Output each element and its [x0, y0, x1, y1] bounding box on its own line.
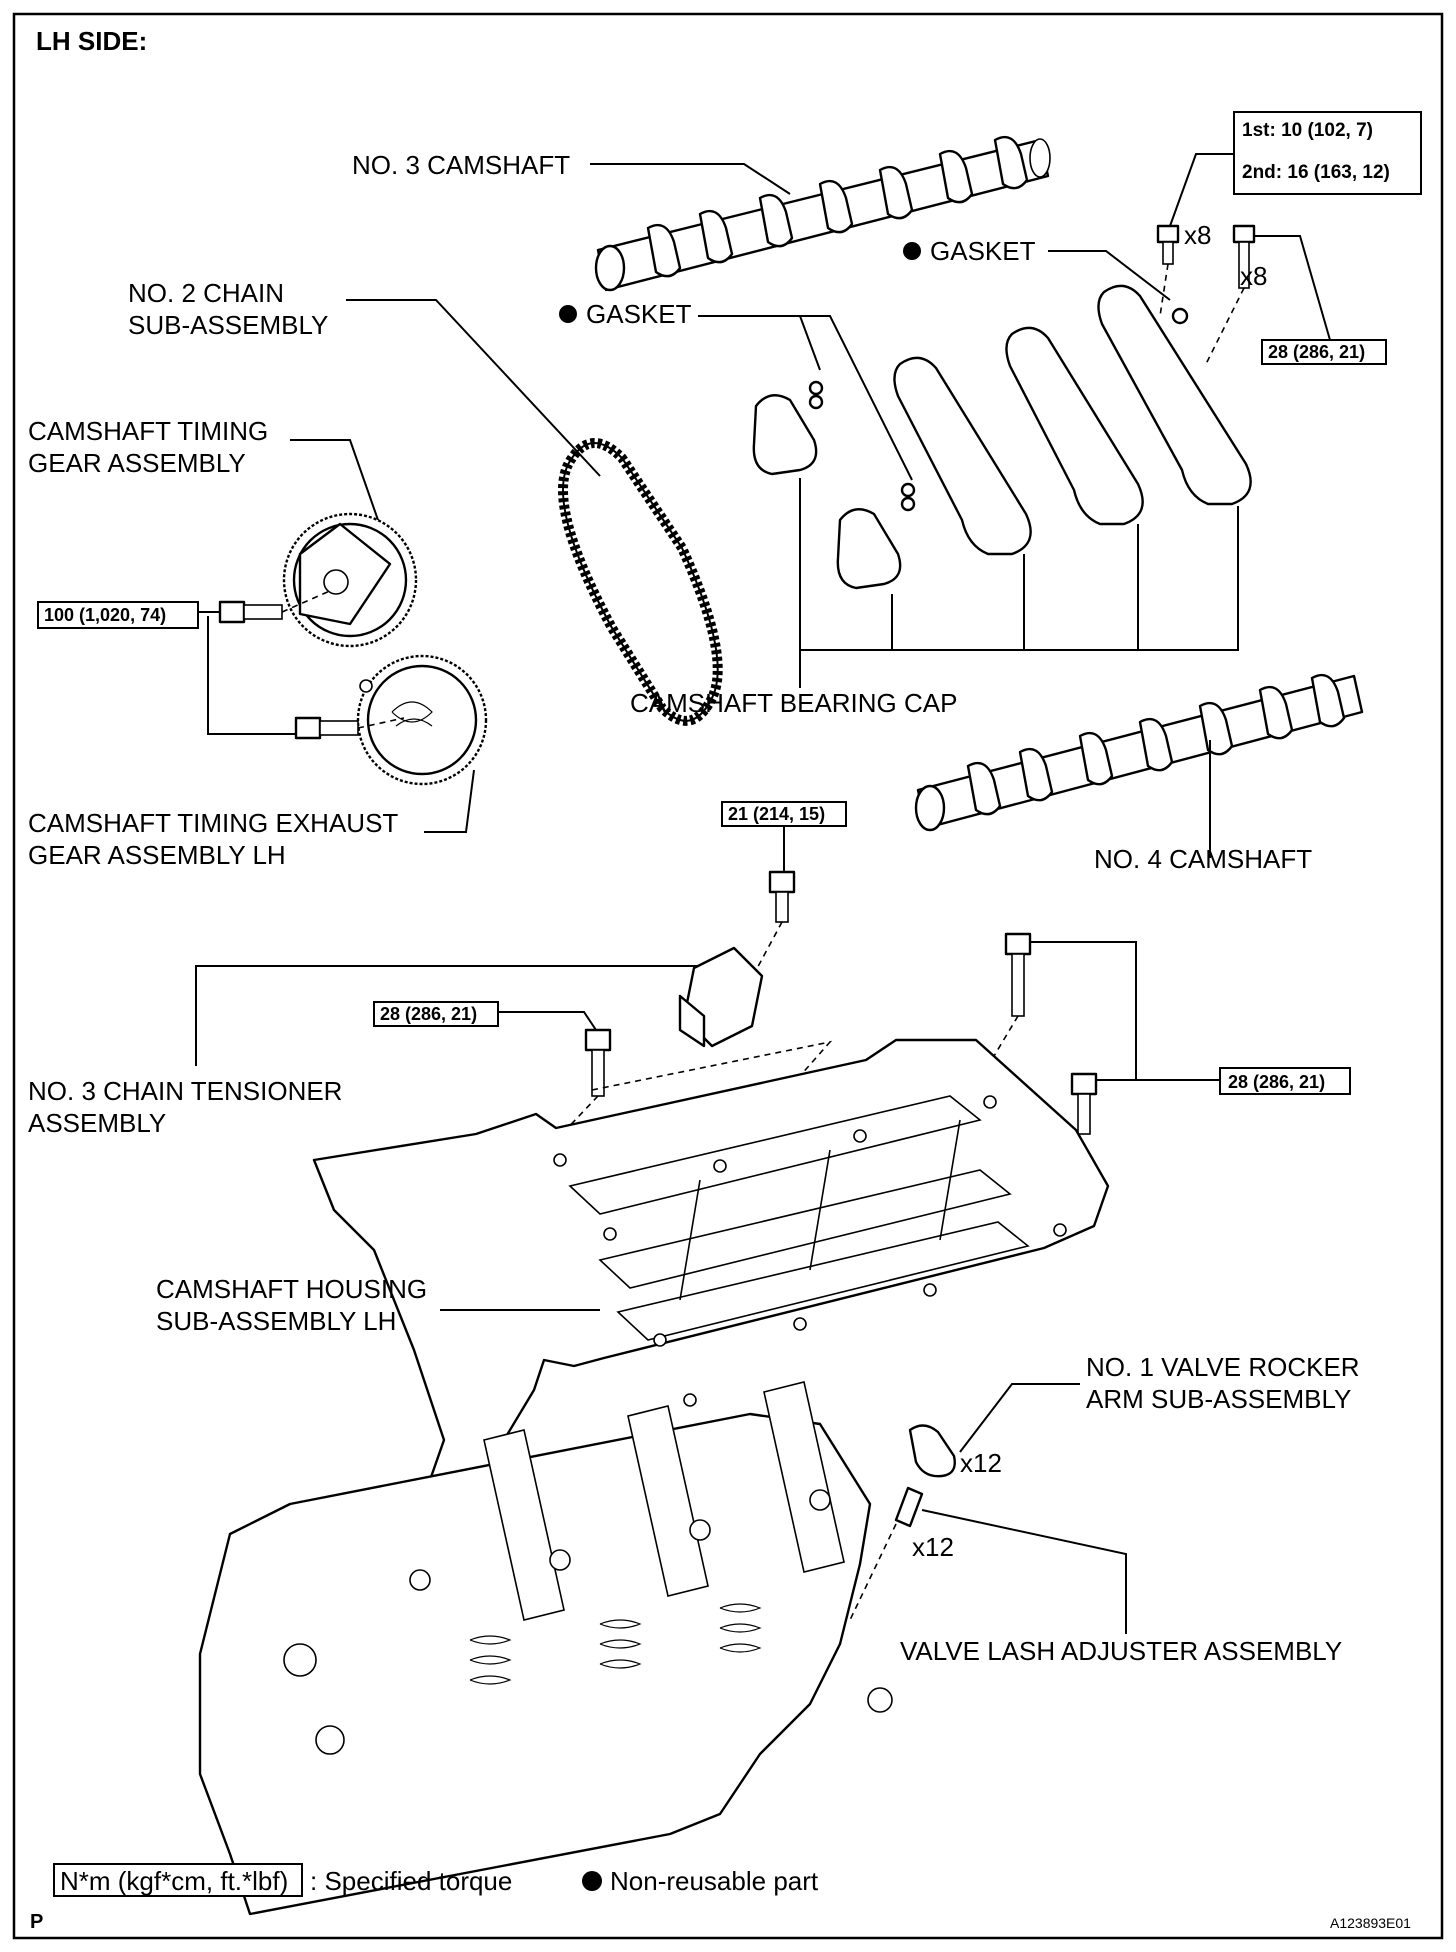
- legend-non-reusable: Non-reusable part: [610, 1866, 819, 1896]
- gasket-label-left: GASKET: [586, 299, 692, 329]
- legend-torque-desc: : Specified torque: [310, 1866, 512, 1896]
- torque-tensioner: 21 (214, 15): [728, 804, 825, 824]
- bearing-cap-bolt-axis-b: [1205, 287, 1245, 365]
- exhaust-gear-leader: [424, 769, 475, 833]
- torque-housing-left-leader: [498, 1011, 597, 1031]
- housing-label-2: SUB-ASSEMBLY LH: [156, 1306, 396, 1336]
- valve-lash-adjuster: [894, 1486, 924, 1528]
- exhaust-gear-label-2: GEAR ASSEMBLY LH: [28, 840, 286, 870]
- legend-torque-unit: N*m (kgf*cm, ft.*lbf): [60, 1866, 288, 1896]
- camshaft-timing-exhaust-gear: [356, 654, 488, 786]
- bearing-cap-bolt-axis-a: [1159, 263, 1169, 317]
- page-title: LH SIDE:: [36, 26, 147, 56]
- torque-housing-right: 28 (286, 21): [1228, 1072, 1325, 1092]
- bearing-cap-2: [836, 482, 916, 590]
- bearing-cap-4: [1005, 326, 1144, 526]
- bearing-cap-5: [1097, 284, 1252, 506]
- bearing-cap-1: [752, 380, 824, 476]
- legend-non-reusable-dot: [582, 1871, 602, 1891]
- lash-adjuster-axis: [849, 1523, 897, 1621]
- timing-gear-bolt-axis-a: [281, 589, 333, 613]
- torque-28-leader-top: [1254, 235, 1331, 341]
- rocker-label-1: NO. 1 VALVE ROCKER: [1086, 1352, 1360, 1382]
- housing-label-1: CAMSHAFT HOUSING: [156, 1274, 427, 1304]
- camshaft-timing-gear: [282, 512, 418, 648]
- non-reusable-dot-a: [903, 242, 921, 260]
- no3-camshaft-leader: [590, 163, 791, 195]
- timing-gear-label-2: GEAR ASSEMBLY: [28, 448, 246, 478]
- torque-box-leader-1: [1169, 153, 1234, 227]
- housing-bolt-left: [584, 1028, 612, 1097]
- torque-box-bearing-cap: [1233, 111, 1422, 195]
- torque-timing-gear-leader-2: [207, 616, 296, 735]
- timing-gear-bolt-b: [294, 716, 359, 740]
- rocker-leader: [959, 1383, 1080, 1453]
- torque-timing-gear: 100 (1,020, 74): [44, 605, 166, 625]
- no2-chain-label-1: NO. 2 CHAIN: [128, 278, 284, 308]
- tensioner-leader: [195, 965, 698, 1066]
- no3-camshaft: [594, 135, 1051, 292]
- timing-gear-bolt-axis-b: [357, 717, 405, 729]
- torque-box-timing-gear: [37, 601, 199, 629]
- legend-torque-box: [53, 1863, 303, 1897]
- housing-bolt-right-a: [1004, 932, 1032, 1017]
- gasket-leader-left-2: [800, 315, 913, 481]
- torque-box-housing-left: [373, 1001, 499, 1027]
- torque-housing-left: 28 (286, 21): [380, 1004, 477, 1024]
- bearing-cap-bolt-a: [1156, 224, 1180, 265]
- timing-gear-bolt-a: [218, 600, 283, 624]
- lash-adjuster-leader: [921, 1509, 1127, 1634]
- no3-chain-tensioner: [678, 946, 764, 1048]
- no1-valve-rocker-arm: [908, 1424, 956, 1478]
- torque-bearing-cap-2nd: 2nd: 16 (163, 12): [1242, 162, 1390, 183]
- bearing-cap-label: CAMSHAFT BEARING CAP: [630, 688, 957, 718]
- torque-bearing-cap-1st: 1st: 10 (102, 7): [1242, 120, 1373, 141]
- no4-camshaft-label: NO. 4 CAMSHAFT: [1094, 844, 1312, 874]
- rocker-label-2: ARM SUB-ASSEMBLY: [1086, 1384, 1351, 1414]
- no2-chain-leader: [346, 299, 601, 477]
- qty-x8-b: x8: [1240, 261, 1267, 291]
- torque-box-28-top: [1261, 339, 1387, 365]
- qty-x12-b: x12: [912, 1532, 954, 1562]
- tensioner-label-1: NO. 3 CHAIN TENSIONER: [28, 1076, 342, 1106]
- torque-box-housing-right: [1219, 1067, 1351, 1095]
- timing-gear-leader: [290, 439, 379, 521]
- qty-x12-a: x12: [960, 1448, 1002, 1478]
- cylinder-head: [198, 1381, 893, 1916]
- lash-adjuster-label: VALVE LASH ADJUSTER ASSEMBLY: [900, 1636, 1342, 1666]
- qty-x8-a: x8: [1184, 220, 1211, 250]
- torque-housing-right-leader: [1030, 941, 1137, 1081]
- exhaust-gear-label-1: CAMSHAFT TIMING EXHAUST: [28, 808, 398, 838]
- gasket-label-right: GASKET: [930, 236, 1036, 266]
- tensioner-bolt: [768, 870, 796, 923]
- gasket-leader-left: [698, 315, 821, 371]
- page-letter: P: [30, 1911, 43, 1933]
- torque-28-top: 28 (286, 21): [1268, 342, 1365, 362]
- tensioner-label-2: ASSEMBLY: [28, 1108, 166, 1138]
- timing-gear-label-1: CAMSHAFT TIMING: [28, 416, 268, 446]
- camshaft-housing-lh: [312, 1038, 1110, 1542]
- diagram-frame: [12, 12, 1444, 1940]
- bearing-cap-3: [893, 356, 1032, 556]
- no2-chain: [558, 438, 723, 726]
- tensioner-bolt-axis: [739, 921, 783, 1001]
- no2-chain-label-2: SUB-ASSEMBLY: [128, 310, 328, 340]
- bearing-cap-leader: [799, 478, 1239, 651]
- gasket-leader-right: [1048, 250, 1171, 301]
- no4-camshaft: [914, 673, 1364, 832]
- figure-id: A123893E01: [1330, 1915, 1411, 1931]
- non-reusable-dot-b: [559, 305, 577, 323]
- housing-bolt-right-b: [1070, 1072, 1098, 1135]
- no3-camshaft-label: NO. 3 CAMSHAFT: [352, 150, 570, 180]
